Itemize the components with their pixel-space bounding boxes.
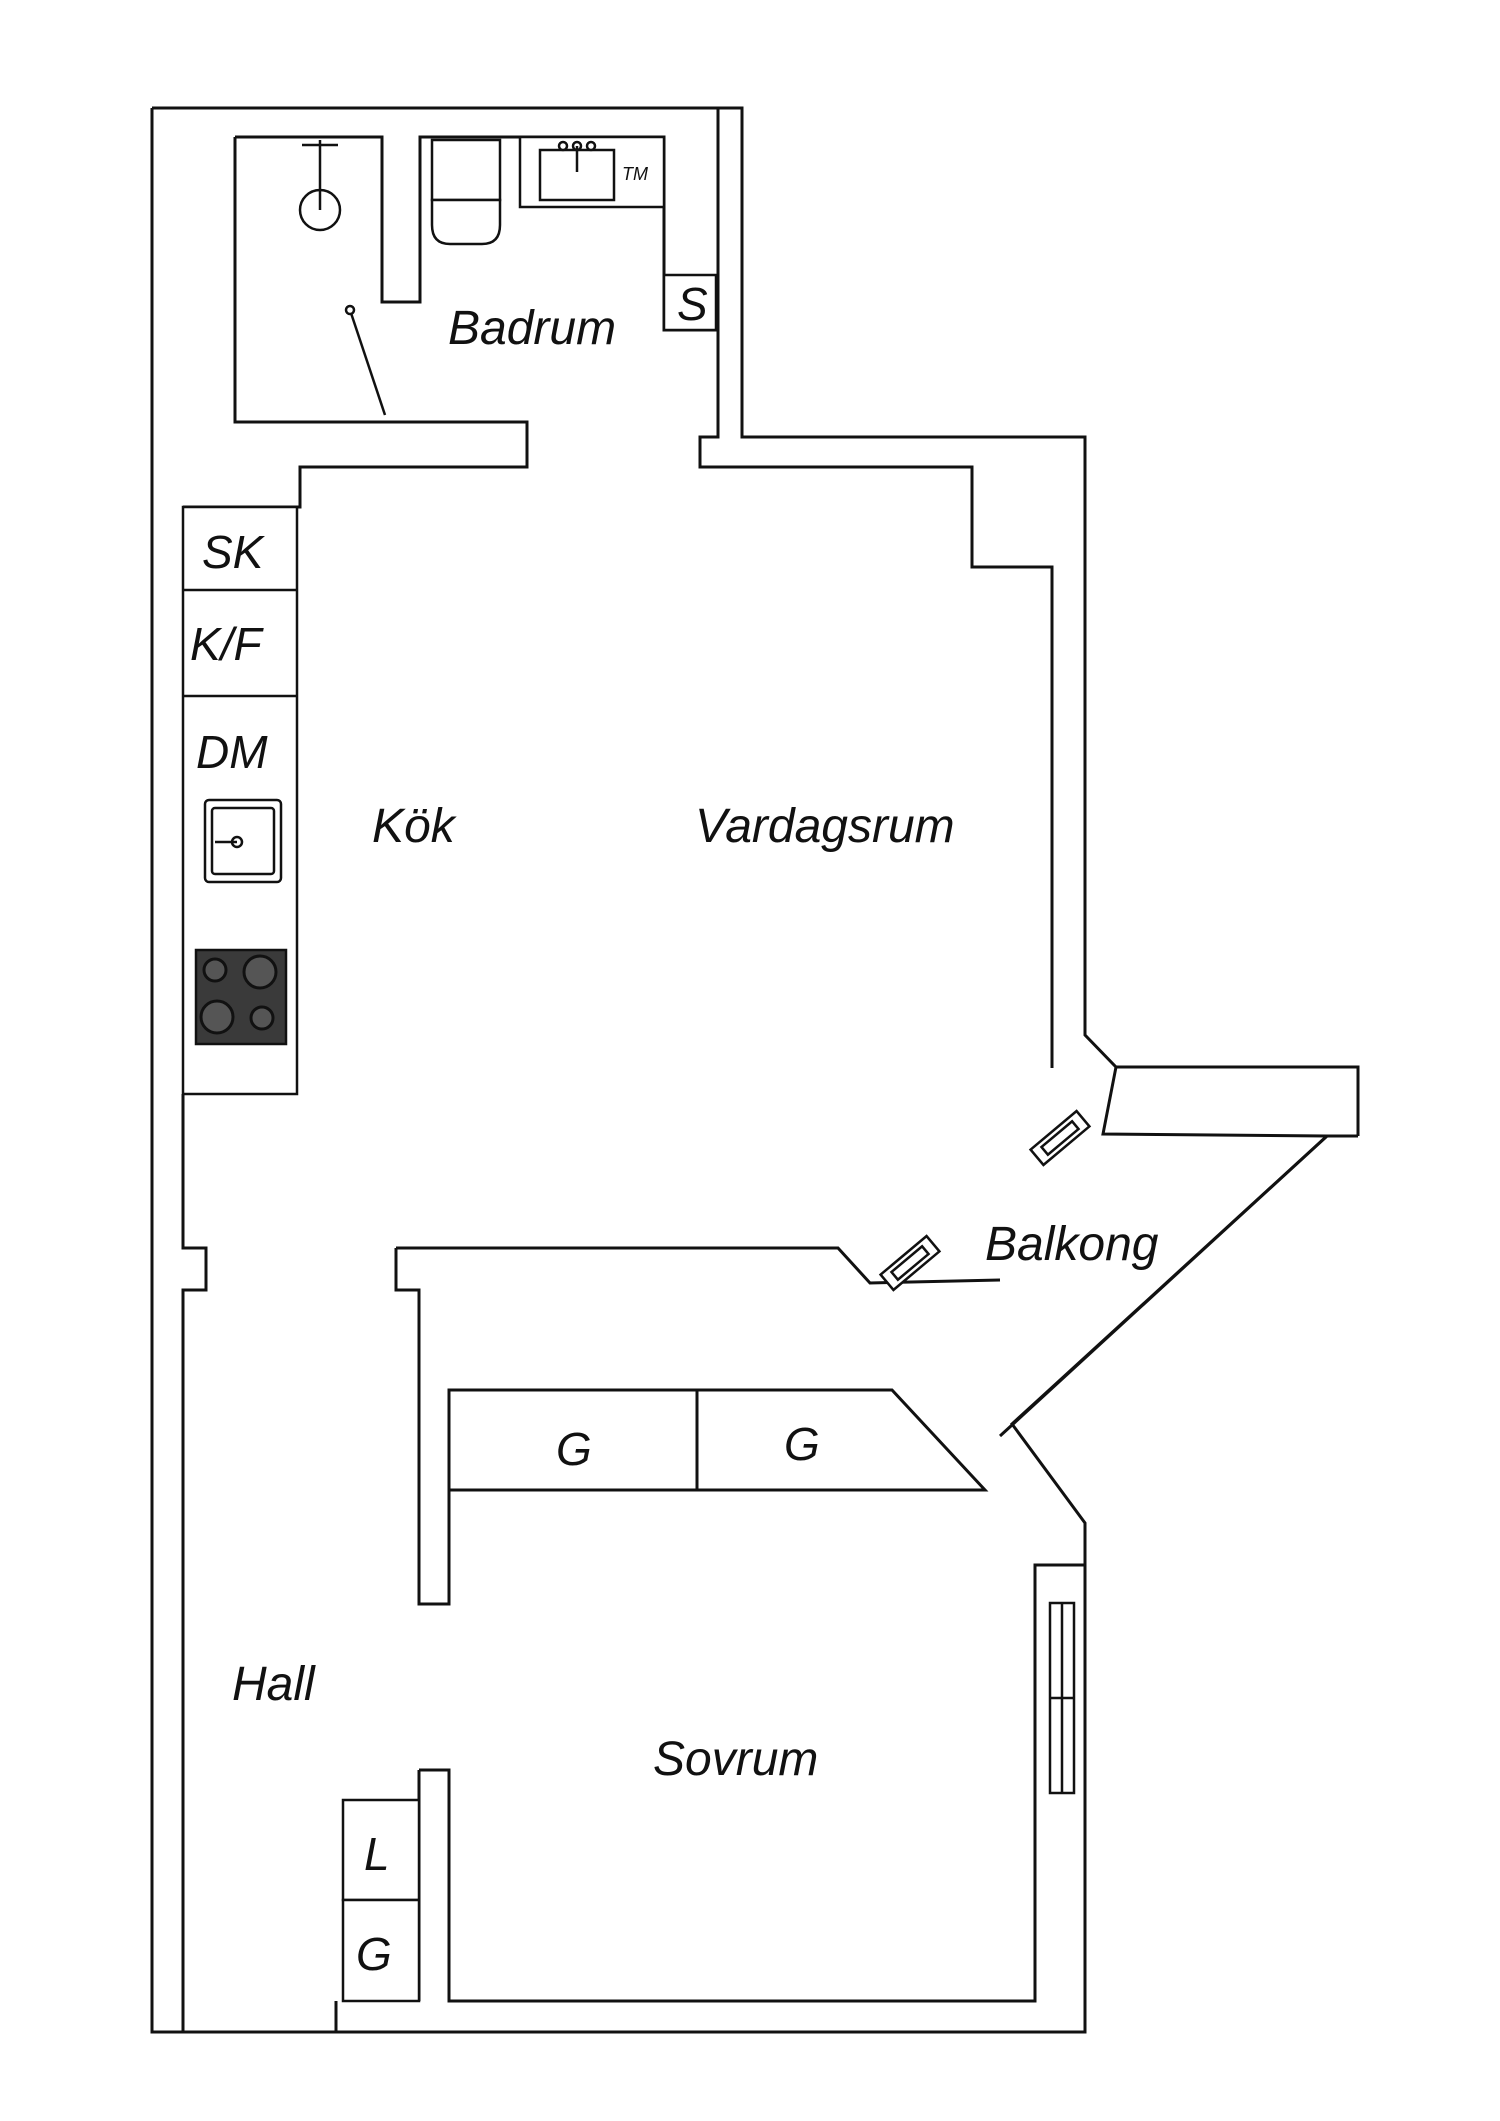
- fixture-label-kf: K/F: [190, 618, 264, 670]
- fixture-label-hall-l: L: [364, 1828, 390, 1880]
- fixture-label-hall-g: G: [356, 1928, 392, 1980]
- fixture-label-dm: DM: [196, 726, 268, 778]
- bedroom-window: [1048, 1601, 1076, 1795]
- hob-icon: [194, 948, 288, 1046]
- room-label-kok: Kök: [372, 800, 458, 853]
- room-label-badrum: Badrum: [448, 302, 616, 355]
- hall-cabinets: [341, 1798, 421, 2003]
- balcony-doors: [878, 1109, 1092, 1292]
- room-label-sovrum: Sovrum: [653, 1733, 818, 1786]
- fixture-label-s: S: [677, 278, 708, 330]
- bath-cabinet: [662, 273, 718, 332]
- outer-walls: [150, 106, 1360, 2034]
- kitchen-sink-icon: [203, 798, 283, 884]
- room-label-hall: Hall: [232, 1658, 316, 1711]
- interior-walls: [181, 1094, 1085, 2032]
- bathroom-walls: [183, 108, 1054, 1068]
- fixture-label-wardrobe-right: G: [784, 1418, 820, 1470]
- fixture-label-tm: TM: [622, 164, 648, 184]
- toilet-icon: [430, 138, 502, 246]
- room-label-vardagsrum: Vardagsrum: [695, 800, 955, 853]
- fixture-label-wardrobe-left: G: [556, 1423, 592, 1475]
- fixture-label-sk: SK: [202, 526, 266, 578]
- shower-icon: [298, 140, 387, 416]
- room-label-balkong: Balkong: [985, 1218, 1159, 1271]
- sink-icon: [518, 135, 666, 209]
